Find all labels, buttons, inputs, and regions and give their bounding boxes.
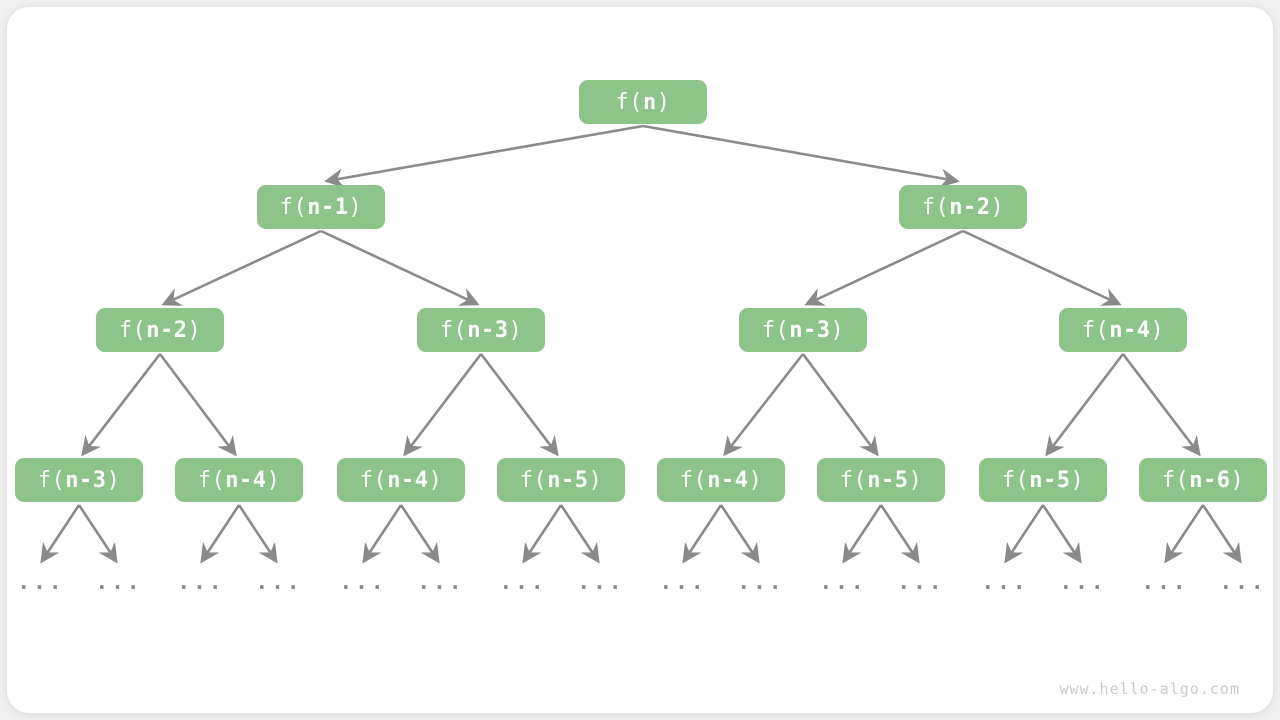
node-label: f( bbox=[679, 467, 708, 493]
ellipsis: ... bbox=[737, 570, 785, 594]
node-label: f( bbox=[118, 317, 147, 343]
node-label: f( bbox=[921, 194, 950, 220]
node-label: f( bbox=[839, 467, 868, 493]
ellipsis: ... bbox=[981, 570, 1029, 594]
tree-node-f-n-6: f(n-6) bbox=[1139, 458, 1267, 502]
node-label: f( bbox=[1161, 467, 1190, 493]
node-label: f( bbox=[37, 467, 66, 493]
ellipsis: ... bbox=[177, 570, 225, 594]
ellipsis: ... bbox=[17, 570, 65, 594]
tree-node-f-n-1: f(n-1) bbox=[257, 185, 385, 229]
ellipsis: ... bbox=[417, 570, 465, 594]
tree-node-f-n-3: f(n-3) bbox=[417, 308, 545, 352]
tree-node-f-n-5: f(n-5) bbox=[979, 458, 1107, 502]
tree-node-f-n-3: f(n-3) bbox=[739, 308, 867, 352]
ellipsis: ... bbox=[95, 570, 143, 594]
ellipsis: ... bbox=[897, 570, 945, 594]
ellipsis: ... bbox=[819, 570, 867, 594]
node-label: f( bbox=[197, 467, 226, 493]
ellipsis: ... bbox=[339, 570, 387, 594]
node-label: f( bbox=[1001, 467, 1030, 493]
tree-node-f-n-2: f(n-2) bbox=[899, 185, 1027, 229]
tree-node-f-n-3: f(n-3) bbox=[15, 458, 143, 502]
tree-node-f-n-4: f(n-4) bbox=[657, 458, 785, 502]
ellipsis: ... bbox=[659, 570, 707, 594]
ellipsis: ... bbox=[255, 570, 303, 594]
tree-node-f-n-4: f(n-4) bbox=[175, 458, 303, 502]
watermark: www.hello-algo.com bbox=[1059, 680, 1240, 698]
node-label: f( bbox=[519, 467, 548, 493]
node-label: f( bbox=[359, 467, 388, 493]
tree-node-f-n-4: f(n-4) bbox=[1059, 308, 1187, 352]
node-label: f( bbox=[439, 317, 468, 343]
ellipsis: ... bbox=[1059, 570, 1107, 594]
node-label: f( bbox=[279, 194, 308, 220]
ellipsis: ... bbox=[577, 570, 625, 594]
tree-node-f-n: f(n) bbox=[579, 80, 707, 124]
tree-node-f-n-4: f(n-4) bbox=[337, 458, 465, 502]
ellipsis: ... bbox=[1141, 570, 1189, 594]
tree-node-f-n-2: f(n-2) bbox=[96, 308, 224, 352]
node-label: f( bbox=[761, 317, 790, 343]
node-label: f( bbox=[1081, 317, 1110, 343]
tree-node-f-n-5: f(n-5) bbox=[497, 458, 625, 502]
ellipsis: ... bbox=[1219, 570, 1267, 594]
tree-node-f-n-5: f(n-5) bbox=[817, 458, 945, 502]
ellipsis: ... bbox=[499, 570, 547, 594]
node-label: f( bbox=[615, 89, 643, 115]
